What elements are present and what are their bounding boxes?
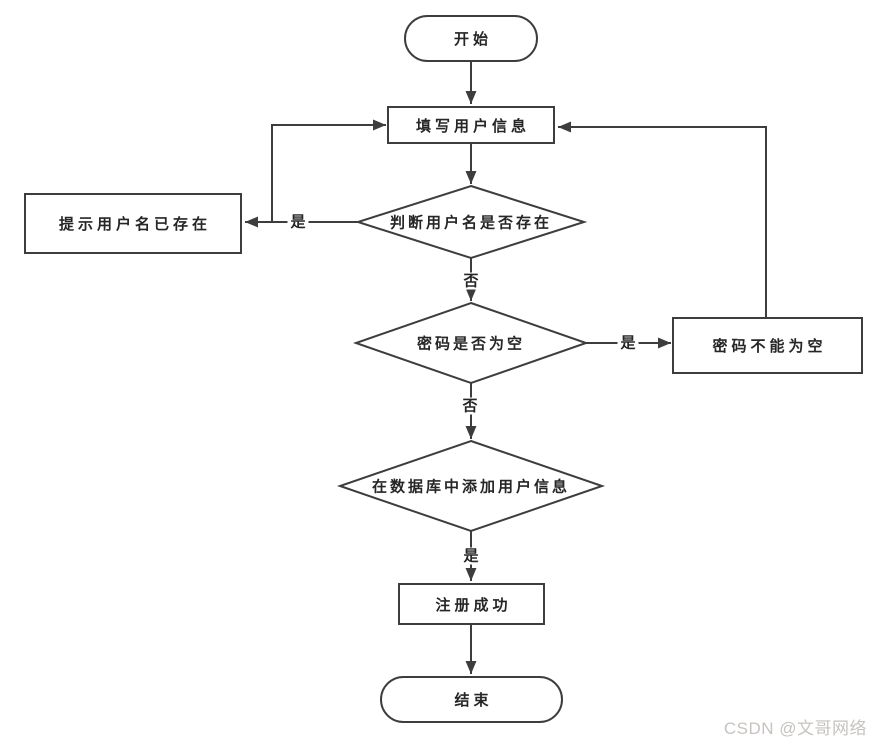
node-register-success: 注册成功 — [398, 583, 545, 625]
edge-label-password-yes: 是 — [617, 334, 639, 352]
decision-add-database-label: 在数据库中添加用户信息 — [371, 478, 571, 496]
edge-pwd-not-empty-loop-to-fill-info — [558, 121, 767, 317]
edge-label-username-no: 否 — [460, 272, 482, 290]
edge-prompt-loop-to-fill-info — [271, 119, 386, 222]
edge-label-username-yes: 是 — [287, 213, 309, 231]
decision-check-username-label: 判断用户名是否存在 — [389, 214, 553, 232]
decision-check-password-shape — [352, 301, 590, 385]
node-end-label: 结束 — [454, 692, 493, 709]
node-end: 结束 — [380, 676, 563, 723]
node-start: 开始 — [404, 15, 538, 62]
edge-label-database-yes: 是 — [460, 547, 482, 565]
node-fill-user-info: 填写用户信息 — [387, 106, 555, 144]
decision-check-password-label: 密码是否为空 — [416, 335, 526, 353]
node-start-label: 开始 — [453, 31, 492, 48]
node-password-not-empty: 密码不能为空 — [672, 317, 863, 374]
node-fill-user-info-label: 填写用户信息 — [415, 117, 530, 135]
node-password-not-empty-label: 密码不能为空 — [712, 338, 827, 355]
decision-check-username-shape — [354, 184, 588, 260]
csdn-watermark: CSDN @文哥网络 — [723, 719, 867, 738]
decision-add-database-shape — [336, 439, 606, 533]
node-register-success-label: 注册成功 — [435, 596, 512, 614]
node-prompt-username-exists-label: 提示用户名已存在 — [58, 216, 211, 233]
node-prompt-username-exists: 提示用户名已存在 — [24, 193, 242, 254]
edge-label-password-no: 否 — [459, 397, 481, 415]
